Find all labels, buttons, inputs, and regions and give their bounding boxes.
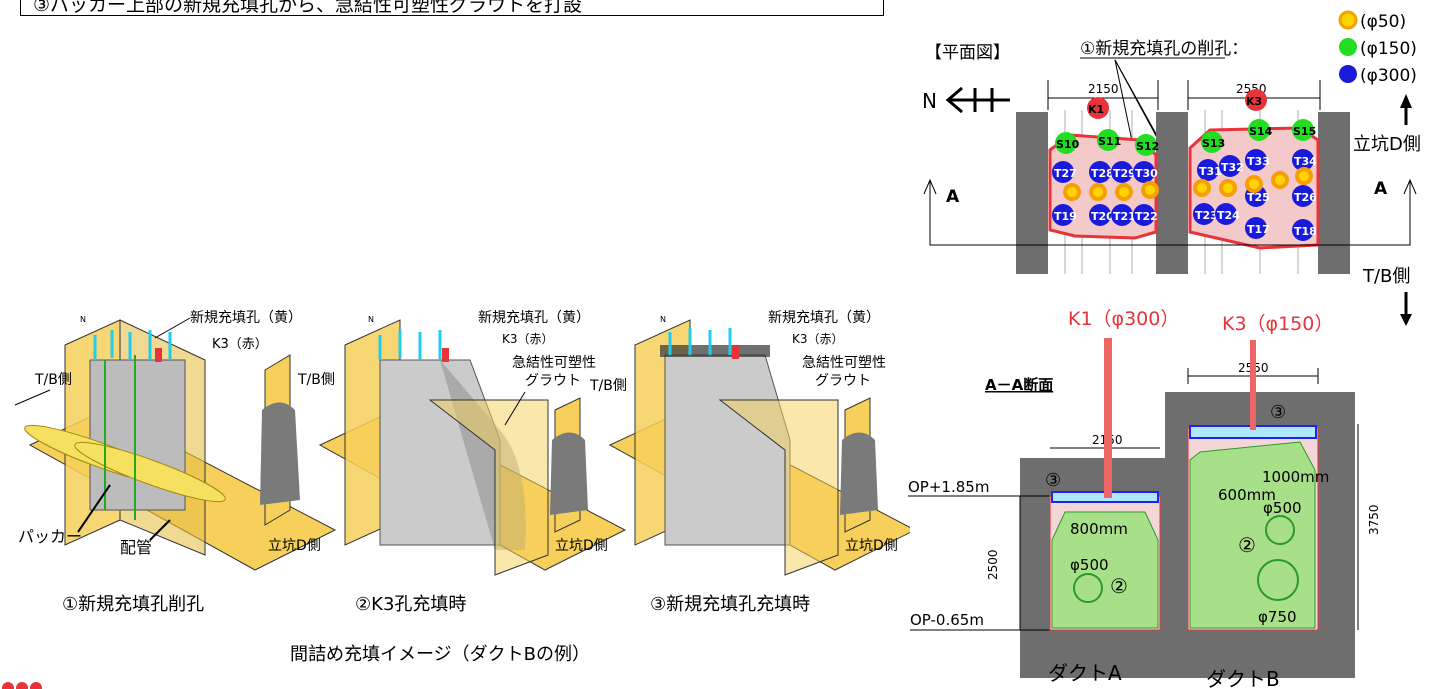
header-note: ③パッカー上部の新規充填孔から、急結性可塑性グラウトを打設 [20, 0, 884, 16]
footer-caption: 間詰め充填イメージ（ダクトBの例） [290, 644, 590, 665]
hole-t27: T27 [1054, 167, 1077, 180]
legend-blue-dot [1339, 65, 1357, 83]
hole-s11: S11 [1098, 135, 1121, 148]
duct-b-d750: φ750 [1258, 608, 1297, 626]
hole-t22: T22 [1135, 210, 1158, 223]
logo-dots-icon [2, 682, 42, 689]
hole-s12: S12 [1136, 140, 1159, 153]
duct-b-1000: 1000mm [1262, 468, 1329, 486]
duct-a-label: ダクトA [1048, 661, 1122, 685]
iso3-shaft: 立坑D側 [845, 538, 898, 554]
legend-yellow-dot [1338, 10, 1358, 30]
section-dim-2500: 2500 [986, 549, 1000, 580]
hole-s13: S13 [1202, 137, 1225, 150]
hole-t23: T23 [1195, 209, 1218, 222]
caption-3: ③新規充填孔充填時 [650, 594, 811, 615]
hole-t21: T21 [1113, 210, 1136, 223]
north-label: N [922, 89, 937, 113]
new-hole-label: ①新規充填孔の削孔： [1080, 39, 1248, 59]
hole-k3: K3 [1246, 95, 1262, 108]
duct-b-d500: φ500 [1263, 499, 1302, 517]
hole-t17: T17 [1247, 223, 1270, 236]
duct-a-step3: ③ [1045, 470, 1061, 491]
duct-a-800: 800mm [1070, 520, 1128, 538]
plan-dim-2150: 2150 [1088, 82, 1119, 96]
legend-green-dot [1339, 38, 1357, 56]
iso1-packer: パッカー [18, 527, 82, 546]
iso1-pipe: 配管 [120, 538, 152, 557]
op-top-label: OP+1.85m [908, 478, 989, 496]
iso-panel-1: N 新規充填孔（黄） K3（赤） T/B側 パッカー 配管 立坑D側 [14, 309, 337, 571]
duct-b-600: 600mm [1218, 486, 1276, 504]
iso3-tb: T/B側 [589, 378, 627, 394]
legend-label-50: (φ50) [1360, 12, 1406, 32]
hole-t33: T33 [1247, 155, 1270, 168]
k3-pipe [1250, 340, 1256, 430]
duct-a-d500: φ500 [1070, 556, 1109, 574]
iso1-shaft: 立坑D側 [268, 538, 321, 554]
section-mark-right: A [1374, 179, 1388, 199]
caption-1: ①新規充填孔削孔 [62, 594, 205, 615]
section-mark-left: A [946, 187, 960, 207]
caption-2: ②K3孔充填時 [355, 594, 467, 615]
iso3-grout-1: 急結性可塑性 [802, 355, 886, 371]
hole-t30: T30 [1135, 167, 1158, 180]
hole-t18: T18 [1294, 225, 1317, 238]
legend-label-150: (φ150) [1360, 39, 1417, 59]
iso2-shaft: 立坑D側 [555, 538, 608, 554]
iso2-k3: K3（赤） [502, 332, 554, 346]
iso2-grout-1: 急結性可塑性 [512, 355, 596, 371]
plan-wall-left [1016, 112, 1048, 274]
k1-pipe [1104, 338, 1112, 498]
hole-t20: T20 [1091, 210, 1114, 223]
hole-t34: T34 [1294, 155, 1317, 168]
hole-t31: T31 [1199, 165, 1222, 178]
hole-t26: T26 [1294, 191, 1317, 204]
legend-label-300: (φ300) [1360, 66, 1417, 86]
hole-t25: T25 [1247, 191, 1270, 204]
duct-b-step2: ② [1238, 533, 1256, 557]
hole-t24: T24 [1217, 209, 1240, 222]
hole-s10: S10 [1056, 138, 1080, 151]
iso-panel-3: N 新規充填孔（黄） K3（赤） 急結性可塑性 グラウト T/B側 立坑D側 [589, 309, 910, 576]
iso1-tb: T/B側 [34, 372, 72, 388]
duct-a-step2: ② [1110, 574, 1128, 598]
duct-b-step3: ③ [1270, 402, 1286, 423]
iso2-tb: T/B側 [297, 372, 335, 388]
hole-t32: T32 [1221, 161, 1244, 174]
section-dim-3750: 3750 [1367, 504, 1381, 535]
plan-view: 【平面図】 ①新規充填孔の削孔： (φ50) (φ150) (φ300) N 2… [922, 10, 1421, 287]
plan-wall-middle [1156, 112, 1188, 274]
iso1-new-hole: 新規充填孔（黄） [190, 309, 302, 326]
iso-panels: N 新規充填孔（黄） K3（赤） T/B側 パッカー 配管 立坑D側 N 新規充… [14, 309, 910, 576]
iso1-north: N [80, 315, 86, 324]
iso3-k3: K3（赤） [792, 332, 844, 346]
iso1-k3: K3（赤） [212, 337, 268, 352]
iso2-new-hole: 新規充填孔（黄） [478, 309, 590, 326]
hole-t28: T28 [1091, 167, 1114, 180]
iso3-north: N [660, 315, 666, 324]
iso3-grout-2: グラウト [815, 373, 871, 389]
duct-b-label: ダクトB [1206, 667, 1280, 689]
tb-down-arrow-icon [1400, 292, 1412, 326]
plan-title: 【平面図】 [925, 43, 1010, 63]
op-bottom-label: OP-0.65m [910, 611, 984, 629]
iso2-grout-2: グラウト [525, 373, 581, 389]
section-title: A－A断面 [985, 376, 1053, 394]
section-view: K1（φ300） K3（φ150） A－A断面 2550 2150 2500 3… [908, 308, 1381, 689]
hole-s15: S15 [1293, 125, 1316, 138]
hole-k1: K1 [1088, 103, 1104, 116]
k3-label: K3（φ150） [1222, 313, 1333, 335]
iso2-north: N [368, 315, 374, 324]
plan-wall-right [1318, 112, 1350, 274]
hole-t19: T19 [1054, 210, 1077, 223]
iso-panel-2: N 新規充填孔（黄） K3（赤） 急結性可塑性 グラウト T/B側 立坑D側 [297, 309, 627, 576]
plan-tb-side: T/B側 [1362, 266, 1410, 287]
north-arrow-icon [945, 86, 1010, 114]
hole-s14: S14 [1249, 125, 1273, 138]
hole-t29: T29 [1113, 167, 1136, 180]
iso3-new-hole: 新規充填孔（黄） [768, 309, 880, 326]
plan-shaft-side: 立坑D側 [1353, 134, 1421, 155]
k1-label: K1（φ300） [1068, 308, 1179, 330]
